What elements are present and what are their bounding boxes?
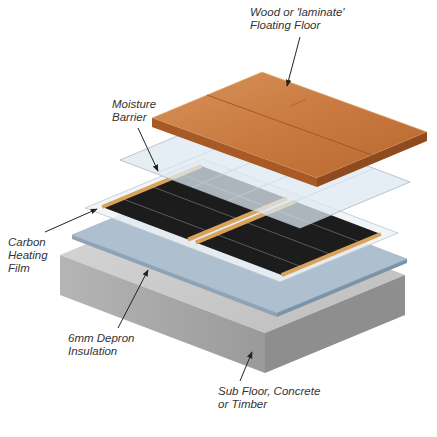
callout-label: Carbon Heating Film — [8, 236, 58, 275]
wood-floor-board — [152, 72, 427, 187]
label-anchor: 6mm Depron Insulation — [68, 332, 146, 358]
label-anchor: Sub Floor, Concrete or Timber — [218, 385, 330, 411]
leader-arrow — [118, 270, 148, 328]
leader-arrow — [287, 37, 300, 86]
leader-arrow — [45, 209, 97, 232]
callout-label: Moisture Barrier — [112, 98, 168, 124]
leader-arrow — [240, 352, 252, 381]
wood-top — [152, 72, 427, 178]
callout-label: Sub Floor, Concrete or Timber — [218, 385, 330, 411]
callout-label: 6mm Depron Insulation — [68, 332, 146, 358]
panel-stripe — [216, 234, 302, 267]
wood-side — [317, 132, 427, 187]
plank-joint — [290, 100, 306, 107]
label-anchor: Wood or 'laminate' Floating Floor — [250, 6, 362, 32]
plank-seam — [207, 95, 372, 155]
panel-stripe — [245, 222, 331, 255]
label-anchor: Carbon Heating Film — [8, 236, 58, 275]
callout-label: Wood or 'laminate' Floating Floor — [250, 6, 362, 32]
leader-arrows — [45, 37, 300, 381]
copper-strip — [282, 234, 381, 275]
label-anchor: Moisture Barrier — [112, 98, 168, 124]
leader-arrow — [138, 128, 158, 171]
wood-front — [152, 118, 317, 187]
panel-stripe — [122, 199, 208, 232]
